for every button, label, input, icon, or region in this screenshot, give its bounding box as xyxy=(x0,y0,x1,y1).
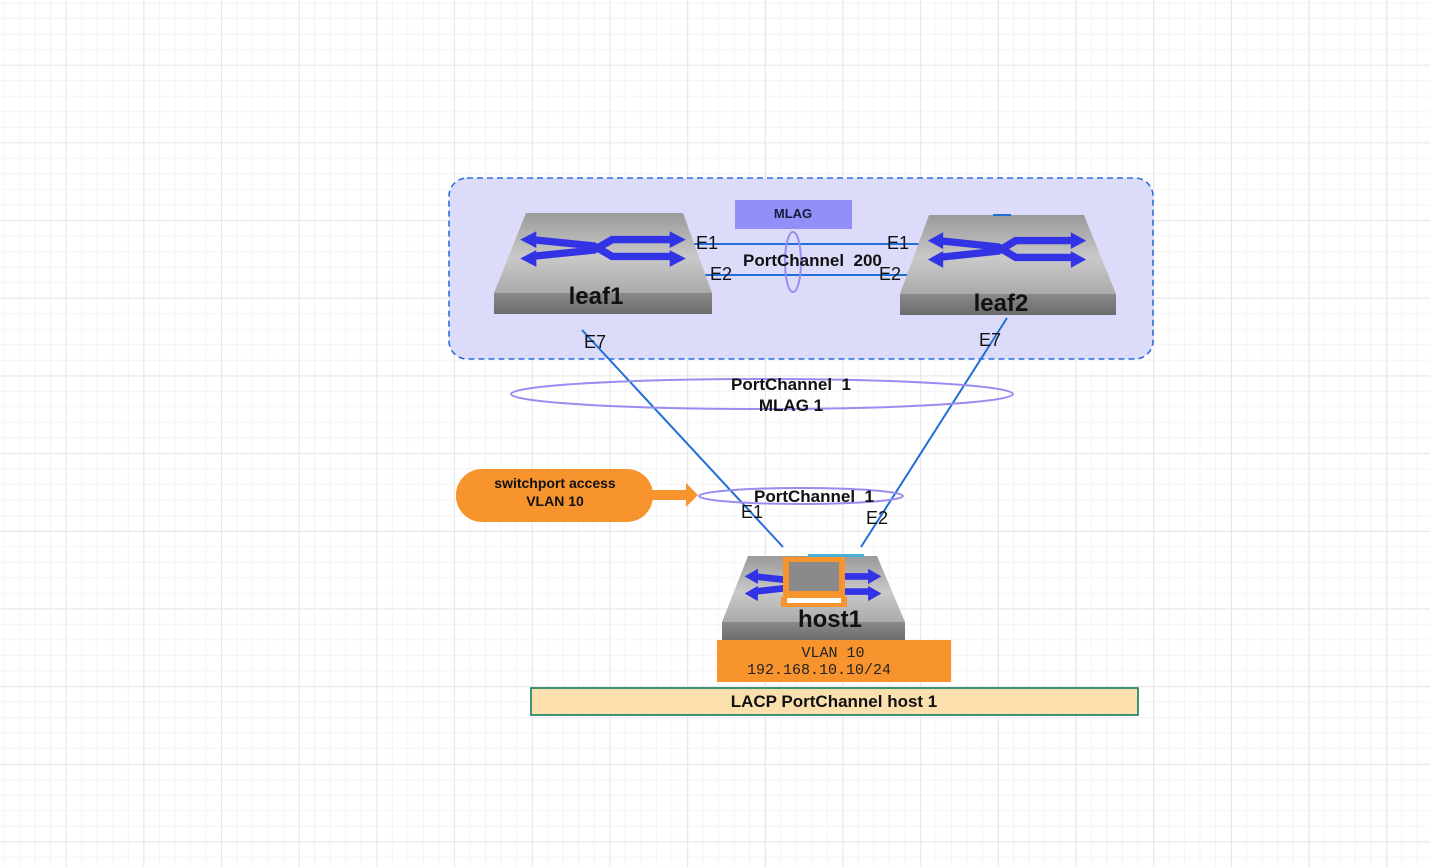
switchport-callout: switchport access VLAN 10 xyxy=(456,469,698,522)
host-ip: 192.168.10.10/24 xyxy=(747,662,891,679)
mlag-bundle-label-line2: MLAG 1 xyxy=(759,396,823,415)
laptop-icon xyxy=(781,557,847,607)
leaf2-switch[interactable]: leaf2 xyxy=(900,214,1116,317)
leaf1-port-e1: E1 xyxy=(696,233,718,253)
callout-line1: switchport access xyxy=(494,475,616,491)
leaf2-label: leaf2 xyxy=(974,290,1029,317)
host1-device[interactable]: host1 xyxy=(722,554,905,640)
leaf1-port-e2: E2 xyxy=(710,264,732,284)
switch-icon xyxy=(494,213,712,314)
mlag-bundle-ellipse xyxy=(510,378,1014,410)
mlag-badge-label: MLAG xyxy=(774,206,812,221)
uplink-leaf2-host1 xyxy=(860,317,1008,548)
leaf1-label: leaf1 xyxy=(569,283,624,310)
host-info-box xyxy=(717,640,951,682)
host1-port-e1: E1 xyxy=(741,502,763,522)
leaf2-port-e7: E7 xyxy=(979,330,1001,350)
switch-icon xyxy=(900,214,1116,315)
host1-port-e2: E2 xyxy=(866,508,888,528)
leaf1-switch[interactable]: leaf1 xyxy=(494,213,712,314)
leaf2-port-e2: E2 xyxy=(879,264,901,284)
uplink-leaf1-host1 xyxy=(581,329,784,548)
callout-line2: VLAN 10 xyxy=(526,493,584,509)
host-bundle-ellipse xyxy=(698,487,904,505)
host-vlan: VLAN 10 xyxy=(801,645,864,662)
peer-link-label: PortChannel 200 xyxy=(743,251,882,270)
host-bundle-label: PortChannel 1 xyxy=(754,487,874,506)
lacp-label-box xyxy=(530,687,1139,716)
leaf2-port-e1: E1 xyxy=(887,233,909,253)
host1-label: host1 xyxy=(798,606,862,633)
mlag-bundle-label-line1: PortChannel 1 xyxy=(731,375,851,394)
lacp-label: LACP PortChannel host 1 xyxy=(731,692,938,711)
leaf1-port-e7: E7 xyxy=(584,332,606,352)
mlag-badge xyxy=(735,200,852,229)
peer-link-lag-ellipse xyxy=(784,231,802,293)
